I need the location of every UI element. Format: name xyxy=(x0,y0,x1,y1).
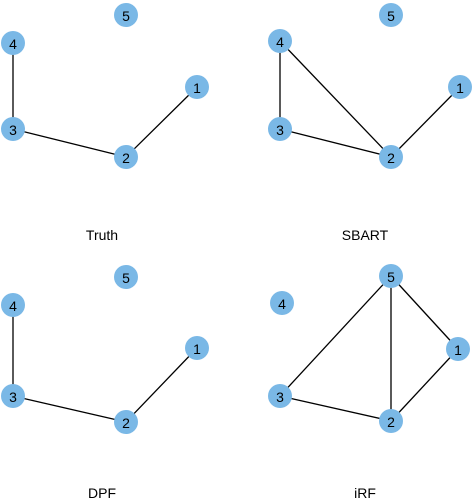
node-label: 5 xyxy=(122,270,130,286)
node-circle xyxy=(379,409,403,433)
node-label: 2 xyxy=(122,150,130,166)
node-2: 2 xyxy=(114,410,138,434)
node-circle xyxy=(379,145,403,169)
edge-3-2 xyxy=(279,395,392,422)
node-circle xyxy=(114,265,138,289)
edge-4-2 xyxy=(279,40,392,158)
node-label: 1 xyxy=(456,80,464,96)
node-label: 4 xyxy=(9,36,17,52)
node-1: 1 xyxy=(446,337,470,361)
node-label: 1 xyxy=(454,342,462,358)
node-label: 2 xyxy=(122,415,130,431)
node-1: 1 xyxy=(185,336,209,360)
panel-title: DPF xyxy=(88,485,116,501)
node-circle xyxy=(270,291,294,315)
node-3: 3 xyxy=(268,384,292,408)
node-label: 4 xyxy=(278,296,286,312)
node-circle xyxy=(448,75,472,99)
node-circle xyxy=(1,117,25,141)
node-4: 4 xyxy=(1,293,25,317)
graph-panel-irf: 1 2 3 4 5 iRF xyxy=(268,264,470,501)
node-5: 5 xyxy=(379,264,403,288)
node-label: 4 xyxy=(9,298,17,314)
node-label: 2 xyxy=(387,150,395,166)
node-2: 2 xyxy=(114,145,138,169)
panel-title: SBART xyxy=(342,227,389,243)
node-label: 3 xyxy=(9,389,17,405)
node-5: 5 xyxy=(114,265,138,289)
edge-3-2 xyxy=(12,128,127,158)
node-circle xyxy=(268,117,292,141)
node-label: 5 xyxy=(122,8,130,24)
node-circle xyxy=(446,337,470,361)
node-1: 1 xyxy=(185,75,209,99)
node-5: 5 xyxy=(379,3,403,27)
edge-2-1 xyxy=(390,86,461,158)
node-circle xyxy=(114,410,138,434)
edge-3-5 xyxy=(279,275,392,397)
node-circle xyxy=(185,336,209,360)
edge-3-2 xyxy=(12,395,127,423)
node-circle xyxy=(268,29,292,53)
node-circle xyxy=(114,145,138,169)
node-3: 3 xyxy=(1,384,25,408)
panel-title: Truth xyxy=(86,227,118,243)
node-label: 3 xyxy=(276,122,284,138)
edge-2-1 xyxy=(125,86,198,158)
node-5: 5 xyxy=(114,3,138,27)
node-4: 4 xyxy=(270,291,294,315)
node-circle xyxy=(1,293,25,317)
edge-2-1 xyxy=(390,348,459,422)
node-4: 4 xyxy=(268,29,292,53)
node-circle xyxy=(379,264,403,288)
node-circle xyxy=(185,75,209,99)
node-circle xyxy=(1,31,25,55)
node-3: 3 xyxy=(268,117,292,141)
node-1: 1 xyxy=(448,75,472,99)
edge-2-1 xyxy=(125,347,198,423)
node-circle xyxy=(268,384,292,408)
node-4: 4 xyxy=(1,31,25,55)
node-circle xyxy=(1,384,25,408)
node-circle xyxy=(114,3,138,27)
node-label: 1 xyxy=(193,80,201,96)
node-label: 4 xyxy=(276,34,284,50)
node-label: 2 xyxy=(387,414,395,430)
node-2: 2 xyxy=(379,145,403,169)
edge-3-2 xyxy=(279,128,392,158)
node-circle xyxy=(379,3,403,27)
node-label: 5 xyxy=(387,8,395,24)
node-label: 5 xyxy=(387,269,395,285)
node-label: 3 xyxy=(9,122,17,138)
node-label: 3 xyxy=(276,389,284,405)
node-3: 3 xyxy=(1,117,25,141)
edge-5-1 xyxy=(390,275,459,350)
node-label: 1 xyxy=(193,341,201,357)
node-2: 2 xyxy=(379,409,403,433)
panel-title: iRF xyxy=(354,485,376,501)
